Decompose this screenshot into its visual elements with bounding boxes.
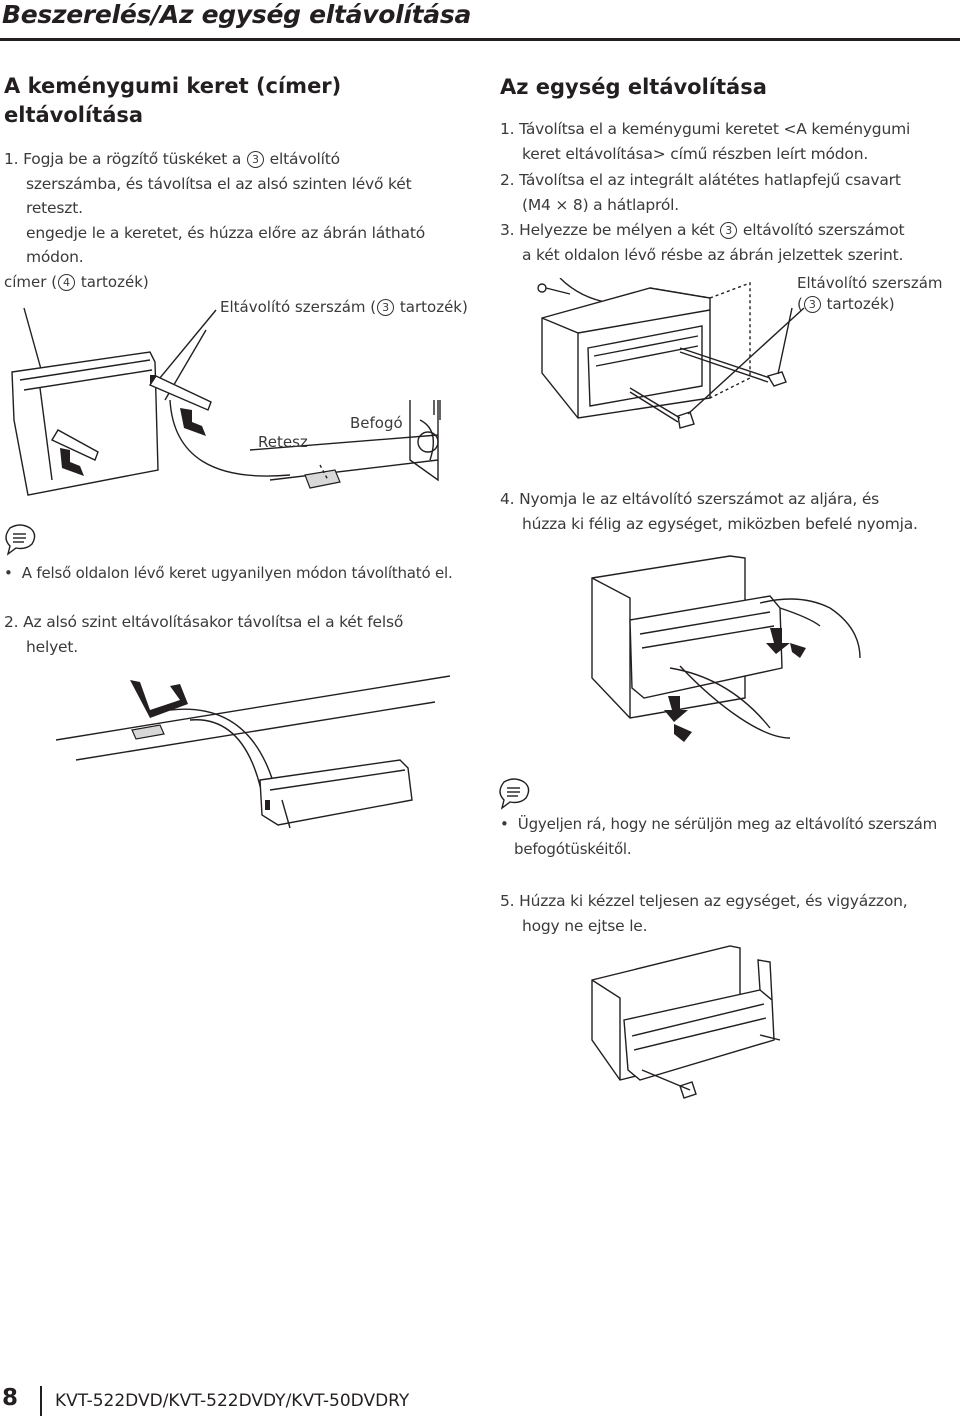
circled-number: 3 (720, 222, 738, 239)
circled-number: 3 (246, 151, 264, 168)
section-title-line: eltávolítása (4, 103, 144, 127)
right-step-5: 5. Húzza ki kézzel teljesen az egységet,… (500, 892, 908, 935)
right-step-1: 1. Távolítsa el a keménygumi keretet <A … (500, 120, 911, 163)
section-title-frame-removal: A keménygumi keret (címer) eltávolítása (4, 72, 341, 130)
note-2: • Ügyeljen rá, hogy ne sérüljön meg az e… (500, 815, 938, 858)
left-step-1: 1. Fogja be a rögzítő tüskéket a 3 eltáv… (4, 150, 425, 266)
circled-number: 3 (803, 296, 821, 313)
section-title-unit-removal: Az egység eltávolítása (500, 75, 767, 99)
note-icon (5, 524, 36, 556)
figure-frame-removal (11, 307, 441, 496)
note-1: • A felső oldalon lévő keret ugyanilyen … (4, 564, 453, 582)
right-step-3: 3. Helyezze be mélyen a két 3 eltávolító… (500, 221, 905, 264)
label-befogo: Befogó (350, 414, 403, 432)
label-removal-tool-right: Eltávolító szerszám (3 tartozék) (797, 274, 943, 313)
note-icon (499, 778, 530, 810)
right-step-4: 4. Nyomja le az eltávolító szerszámot az… (500, 490, 918, 533)
figure-pull-unit (591, 555, 861, 742)
circled-number: 3 (377, 299, 395, 316)
section-title-line: A keménygumi keret (címer) (4, 74, 342, 98)
footer-model: KVT-522DVD/KVT-522DVDY/KVT-50DVDRY (55, 1391, 410, 1411)
figure-lower-removal (55, 675, 450, 829)
figure-unit-out (591, 945, 781, 1099)
left-step-2: 2. Az alsó szint eltávolításakor távolít… (4, 613, 404, 656)
page-title: Beszerelés/Az egység eltávolítása (2, 0, 472, 29)
page-number: 8 (2, 1385, 19, 1411)
label-removal-tool: Eltávolító szerszám (3 tartozék) (220, 298, 468, 316)
header-rule (0, 38, 960, 41)
label-cimer: címer (4 tartozék) (4, 273, 149, 291)
circled-number: 4 (58, 274, 76, 291)
label-retesz: Retesz (258, 433, 308, 451)
right-step-2: 2. Távolítsa el az integrált alátétes ha… (500, 171, 901, 214)
footer-divider (40, 1386, 42, 1416)
figure-insert-tools (537, 278, 805, 429)
